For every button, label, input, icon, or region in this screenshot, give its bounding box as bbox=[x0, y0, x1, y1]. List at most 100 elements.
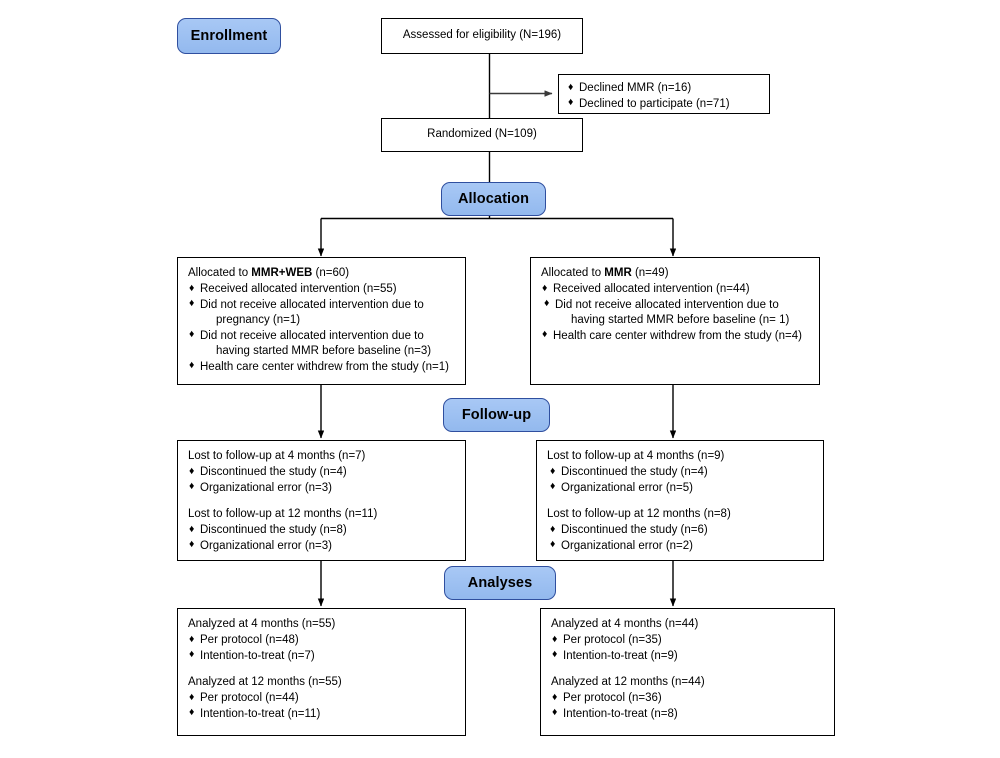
allocation-left-item-3: Health care center withdrew from the stu… bbox=[200, 360, 449, 373]
connector-allocation-split bbox=[321, 216, 673, 220]
list-item: ♦ Health care center withdrew from the s… bbox=[188, 359, 455, 375]
list-item: ♦ Per protocol (n=44) bbox=[188, 691, 455, 706]
diamond-bullet-icon: ♦ bbox=[189, 648, 195, 661]
list-item: ♦ Discontinued the study (n=6) bbox=[547, 523, 813, 538]
analyses-right-g1-item-0: Per protocol (n=35) bbox=[563, 634, 662, 647]
followup-left-g1-item-1: Organizational error (n=3) bbox=[200, 481, 332, 494]
list-item: ♦ Did not receive allocated intervention… bbox=[188, 328, 455, 359]
stage-label-allocation: Allocation bbox=[457, 191, 530, 207]
diamond-bullet-icon: ♦ bbox=[542, 328, 548, 341]
diamond-bullet-icon: ♦ bbox=[550, 538, 556, 551]
list-item: ♦ Declined to participate (n=71) bbox=[567, 96, 761, 112]
analyses-left-g1-item-1: Intention-to-treat (n=7) bbox=[200, 649, 315, 662]
list-item: ♦ Intention-to-treat (n=11) bbox=[188, 706, 455, 722]
analyses-left-group2-list: ♦ Per protocol (n=44) ♦ Intention-to-tre… bbox=[188, 691, 455, 722]
stage-badge-enrollment: Enrollment bbox=[177, 18, 281, 54]
diamond-bullet-icon: ♦ bbox=[552, 706, 558, 719]
followup-right-g2-item-0: Discontinued the study (n=6) bbox=[561, 524, 708, 537]
followup-right-group1-heading: Lost to follow-up at 4 months (n=9) bbox=[547, 450, 725, 462]
stage-label-enrollment: Enrollment bbox=[190, 28, 268, 44]
diamond-bullet-icon: ♦ bbox=[550, 480, 556, 493]
analyses-right-g2-item-0: Per protocol (n=36) bbox=[563, 692, 662, 705]
allocation-left-heading-bold: MMR+WEB bbox=[251, 267, 313, 279]
followup-right-group2-list: ♦ Discontinued the study (n=6) ♦ Organiz… bbox=[547, 523, 813, 554]
list-item: ♦ Intention-to-treat (n=9) bbox=[551, 648, 824, 664]
analyses-left-group2-heading: Analyzed at 12 months (n=55) bbox=[188, 676, 342, 689]
followup-left-group1-list: ♦ Discontinued the study (n=4) ♦ Organiz… bbox=[188, 465, 455, 496]
node-assessed-for-eligibility: Assessed for eligibility (N=196) bbox=[381, 18, 583, 54]
diamond-bullet-icon: ♦ bbox=[189, 297, 195, 310]
list-item: ♦ Organizational error (n=3) bbox=[188, 480, 455, 496]
list-item: ♦ Discontinued the study (n=8) bbox=[188, 523, 455, 538]
followup-left-g1-item-0: Discontinued the study (n=4) bbox=[200, 466, 347, 479]
node-randomized: Randomized (N=109) bbox=[381, 118, 583, 152]
node-allocation-left: Allocated to MMR+WEB (n=60) ♦ Received a… bbox=[177, 257, 466, 385]
allocation-right-item-2: Health care center withdrew from the stu… bbox=[553, 329, 802, 342]
list-item: ♦ Received allocated intervention (n=55) bbox=[188, 282, 455, 297]
allocation-right-heading: Allocated to MMR (n=49) bbox=[541, 266, 809, 281]
diamond-bullet-icon: ♦ bbox=[189, 522, 195, 535]
node-analyses-right: Analyzed at 4 months (n=44) ♦ Per protoc… bbox=[540, 608, 835, 736]
excluded-item-0: Declined MMR (n=16) bbox=[579, 82, 692, 94]
allocation-right-item-1-cont: having started MMR before baseline (n= 1… bbox=[571, 314, 790, 327]
diamond-bullet-icon: ♦ bbox=[189, 690, 195, 703]
diamond-bullet-icon: ♦ bbox=[552, 648, 558, 661]
diamond-bullet-icon: ♦ bbox=[189, 632, 195, 645]
stage-label-analyses: Analyses bbox=[467, 575, 533, 591]
list-item: ♦ Organizational error (n=5) bbox=[547, 480, 813, 496]
followup-right-g2-item-1: Organizational error (n=2) bbox=[561, 539, 693, 552]
node-excluded: ♦ Declined MMR (n=16) ♦ Declined to part… bbox=[558, 74, 770, 114]
diamond-bullet-icon: ♦ bbox=[189, 328, 195, 341]
randomized-text: Randomized (N=109) bbox=[427, 128, 537, 141]
allocation-left-item-2-cont: having started MMR before baseline (n=3) bbox=[216, 344, 432, 357]
node-followup-right: Lost to follow-up at 4 months (n=9) ♦ Di… bbox=[536, 440, 824, 561]
list-item: ♦ Discontinued the study (n=4) bbox=[188, 465, 455, 480]
excluded-list: ♦ Declined MMR (n=16) ♦ Declined to part… bbox=[567, 81, 761, 112]
allocation-left-item-2: Did not receive allocated intervention d… bbox=[200, 329, 424, 342]
analyses-right-group1-list: ♦ Per protocol (n=35) ♦ Intention-to-tre… bbox=[551, 633, 824, 664]
list-item: ♦ Intention-to-treat (n=8) bbox=[551, 706, 824, 722]
diamond-bullet-icon: ♦ bbox=[189, 464, 195, 477]
diamond-bullet-icon: ♦ bbox=[552, 690, 558, 703]
allocation-left-item-1-cont: pregnancy (n=1) bbox=[216, 314, 301, 327]
list-item: ♦ Intention-to-treat (n=7) bbox=[188, 648, 455, 664]
diamond-bullet-icon: ♦ bbox=[189, 359, 195, 372]
allocation-right-item-0: Received allocated intervention (n=44) bbox=[553, 283, 750, 296]
diamond-bullet-icon: ♦ bbox=[552, 632, 558, 645]
analyses-right-group1-heading: Analyzed at 4 months (n=44) bbox=[551, 618, 699, 630]
followup-left-g2-item-1: Organizational error (n=3) bbox=[200, 539, 332, 552]
list-item: ♦ Per protocol (n=35) bbox=[551, 633, 824, 648]
list-item: ♦ Health care center withdrew from the s… bbox=[541, 328, 809, 344]
list-item: ♦ Organizational error (n=3) bbox=[188, 538, 455, 554]
node-analyses-left: Analyzed at 4 months (n=55) ♦ Per protoc… bbox=[177, 608, 466, 736]
diamond-bullet-icon: ♦ bbox=[550, 522, 556, 535]
diamond-bullet-icon: ♦ bbox=[550, 464, 556, 477]
allocation-left-list: ♦ Received allocated intervention (n=55)… bbox=[188, 282, 455, 375]
analyses-right-g2-item-1: Intention-to-treat (n=8) bbox=[563, 707, 678, 720]
allocation-left-item-0: Received allocated intervention (n=55) bbox=[200, 283, 397, 296]
diamond-bullet-icon: ♦ bbox=[189, 538, 195, 551]
diamond-bullet-icon: ♦ bbox=[189, 480, 195, 493]
list-item: ♦ Did not receive allocated intervention… bbox=[188, 297, 455, 328]
list-item: ♦ Organizational error (n=2) bbox=[547, 538, 813, 554]
followup-right-group2-heading: Lost to follow-up at 12 months (n=8) bbox=[547, 508, 731, 521]
node-followup-left: Lost to follow-up at 4 months (n=7) ♦ Di… bbox=[177, 440, 466, 561]
diamond-bullet-icon: ♦ bbox=[189, 281, 195, 294]
allocation-left-item-1: Did not receive allocated intervention d… bbox=[200, 298, 424, 311]
followup-left-g2-item-0: Discontinued the study (n=8) bbox=[200, 524, 347, 537]
followup-right-g1-item-1: Organizational error (n=5) bbox=[561, 481, 693, 494]
allocation-right-heading-pre: Allocated to bbox=[541, 267, 605, 279]
node-allocation-right: Allocated to MMR (n=49) ♦ Received alloc… bbox=[530, 257, 820, 385]
allocation-left-heading-post: (n=60) bbox=[312, 267, 350, 279]
analyses-right-group2-list: ♦ Per protocol (n=36) ♦ Intention-to-tre… bbox=[551, 691, 824, 722]
analyses-left-g2-item-1: Intention-to-treat (n=11) bbox=[200, 707, 321, 720]
list-item: ♦ Received allocated intervention (n=44) bbox=[541, 282, 809, 297]
followup-left-group1-heading: Lost to follow-up at 4 months (n=7) bbox=[188, 450, 366, 462]
analyses-left-g1-item-0: Per protocol (n=48) bbox=[200, 634, 299, 647]
followup-right-group1-list: ♦ Discontinued the study (n=4) ♦ Organiz… bbox=[547, 465, 813, 496]
followup-left-group2-heading: Lost to follow-up at 12 months (n=11) bbox=[188, 508, 378, 521]
analyses-left-group1-heading: Analyzed at 4 months (n=55) bbox=[188, 618, 336, 630]
analyses-right-g1-item-1: Intention-to-treat (n=9) bbox=[563, 649, 678, 662]
